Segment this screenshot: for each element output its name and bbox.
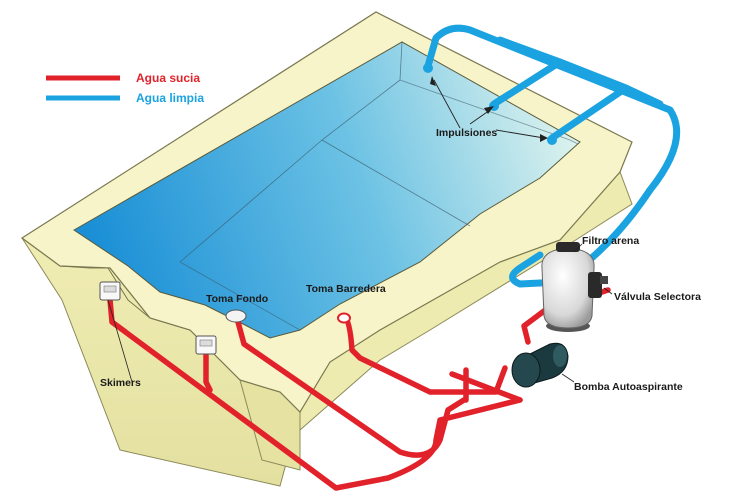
arrowhead-3 <box>540 134 548 142</box>
legend-dirty-label: Agua sucia <box>136 71 200 85</box>
impulsiones-arrows <box>430 76 548 142</box>
filter-lid <box>556 242 580 252</box>
legend-clean-label: Agua limpia <box>136 91 204 105</box>
arrow-to-jet-3 <box>495 129 545 139</box>
label-bomba-autoaspirante: Bomba Autoaspirante <box>574 381 683 393</box>
pool-floor-step <box>321 139 471 227</box>
label-impulsiones: Impulsiones <box>436 127 497 139</box>
skimmer-1-pipe <box>107 297 523 491</box>
skimmer-notch-outline <box>59 265 151 319</box>
arrowhead-1 <box>430 76 436 86</box>
pump-housing <box>511 352 541 388</box>
pool-floor-right <box>399 79 579 145</box>
clean-pipes <box>424 24 681 288</box>
arrow-to-jet-2 <box>469 109 491 125</box>
label-toma-barredera: Toma Barredera <box>306 283 386 295</box>
filter-leader <box>573 243 583 253</box>
label-skimers: Skimers <box>100 377 141 389</box>
arrow-to-jet-1 <box>433 79 461 129</box>
manifold-horizontal <box>449 371 523 403</box>
label-toma-fondo: Toma Fondo <box>206 293 268 305</box>
skimmer-2-pipe <box>203 347 213 393</box>
main-drain-pipe <box>235 319 467 458</box>
valve-leader <box>603 287 613 295</box>
pool-structure <box>20 11 633 487</box>
selector-valve-handle <box>600 276 608 284</box>
pump-fan-cover <box>553 345 567 367</box>
legend: Agua sucia Agua limpia <box>46 71 204 105</box>
pool-floor-far <box>399 41 403 81</box>
skimmer-2 <box>195 335 217 355</box>
selector-valve-body <box>588 272 602 298</box>
return-pipe-branch-3 <box>622 84 664 108</box>
filter-tank <box>541 247 595 329</box>
skimmer-1 <box>99 281 121 301</box>
leader-lines <box>107 243 613 383</box>
pump-leader <box>561 373 575 383</box>
return-pipe-main <box>424 24 681 288</box>
pool-floor-left-bottom <box>179 261 301 331</box>
arrowhead-2 <box>484 106 494 114</box>
main-drain <box>225 309 247 323</box>
return-jet-3 <box>547 135 557 145</box>
label-filtro-arena: Filtro arena <box>582 235 639 247</box>
sand-filter <box>541 242 608 332</box>
vacuum-inlet <box>337 312 351 324</box>
pump <box>511 342 569 388</box>
label-valvula-selectora: Válvula Selectora <box>614 291 701 303</box>
skimers-leader <box>107 299 133 383</box>
return-jet-1 <box>423 63 433 73</box>
